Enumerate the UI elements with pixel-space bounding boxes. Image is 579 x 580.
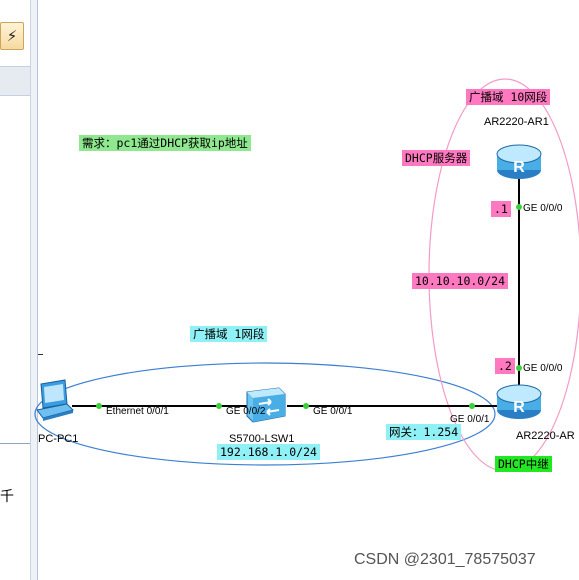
ar1-ge0-port-label: GE 0/0/0	[523, 203, 563, 214]
watermark: CSDN @2301_78575037	[354, 551, 536, 568]
switch-ge2-port-label: GE 0/0/2	[226, 406, 266, 417]
svg-text:R: R	[513, 399, 525, 416]
gateway-label: 网关：1.254	[386, 424, 462, 440]
pc-icon[interactable]	[35, 378, 75, 424]
panel-divider	[0, 443, 30, 444]
broadcast-domain-1-ellipse	[34, 362, 496, 466]
port-dot-ar2-ge1	[469, 403, 475, 409]
switch-icon[interactable]	[241, 386, 289, 426]
panel-toolbar	[0, 66, 30, 96]
pc-name-label: PC-PC1	[38, 433, 79, 445]
panel-text: 千	[0, 489, 14, 505]
canvas-tick	[38, 354, 43, 355]
left-panel: ⚡ 千	[0, 0, 38, 580]
device-list-panel: ⚡ 千	[0, 0, 31, 580]
lightning-icon: ⚡	[6, 27, 18, 45]
requirement-label: 需求：pc1通过DHCP获取ip地址	[79, 135, 251, 151]
port-dot-pc-eth	[96, 403, 102, 409]
port-dot-sw-ge1	[303, 403, 309, 409]
broadcast-domain-1-label: 广播域 1网段	[190, 326, 268, 342]
pc-eth-port-label: Ethernet 0/0/1	[106, 406, 169, 417]
subnet-10-label: 10.10.10.0/24	[412, 273, 509, 289]
ar2-ip-label: .2	[495, 358, 515, 374]
port-dot-ar2-ge0	[516, 365, 522, 371]
port-dot-ar1-ge0	[516, 204, 522, 210]
router-ar2-name-label: AR2220-AR	[516, 430, 575, 442]
ar2-ge0-port-label: GE 0/0/0	[523, 363, 563, 374]
switch-ge1-port-label: GE 0/0/1	[313, 406, 353, 417]
broadcast-domain-10-label: 广播域 10网段	[466, 89, 551, 105]
dhcp-server-label: DHCP服务器	[402, 150, 471, 166]
router-ar1-icon[interactable]: R	[494, 142, 544, 182]
port-dot-sw-ge2	[216, 403, 222, 409]
ar1-ip-label: .1	[491, 201, 511, 217]
dhcp-relay-label: DHCP中继	[495, 456, 552, 472]
ar2-ge1-port-label: GE 0/0/1	[450, 414, 490, 425]
connection-tool-button[interactable]: ⚡	[0, 22, 24, 50]
router-ar2-icon[interactable]: R	[494, 382, 544, 422]
svg-text:R: R	[513, 159, 525, 176]
router-ar1-name-label: AR2220-AR1	[484, 116, 549, 128]
subnet-1-label: 192.168.1.0/24	[217, 444, 320, 460]
switch-name-label: S5700-LSW1	[229, 433, 295, 445]
